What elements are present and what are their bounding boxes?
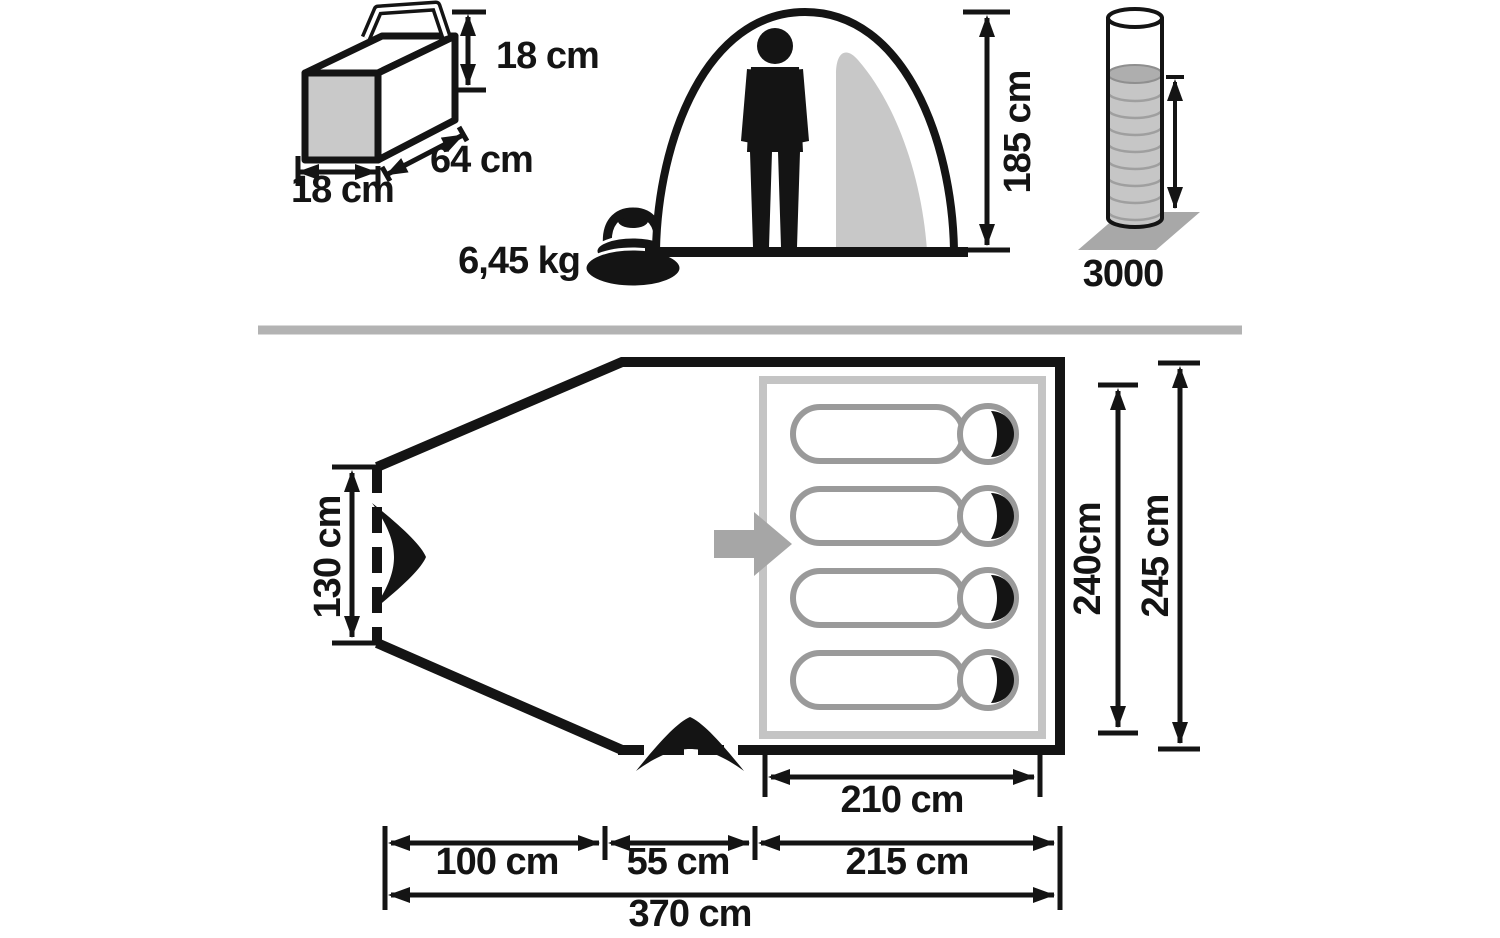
water-body (1108, 74, 1162, 218)
inner-width-label: 210 cm (841, 779, 964, 821)
plan-outline-main (375, 357, 1065, 755)
total-length-label: 370 cm (629, 893, 752, 935)
sleeping-bag (793, 488, 1016, 544)
door-flap-left-icon (372, 503, 426, 611)
porch-length-label: 100 cm (436, 841, 559, 883)
cabin-length-label: 215 cm (846, 841, 969, 883)
weight-base-disc (583, 247, 683, 289)
tent-arch-outline (652, 7, 958, 251)
person-head (757, 28, 793, 64)
person-right-arm (793, 69, 809, 143)
bag-length-label: 64 cm (430, 139, 533, 181)
dim-arrow (385, 132, 465, 177)
weight-label: 6,45 kg (458, 240, 580, 282)
bag-width-label: 18 cm (291, 169, 394, 211)
water-ribs (1106, 91, 1164, 222)
plan-outline-lower (374, 638, 625, 755)
sleeping-bag (793, 652, 1016, 708)
water-bottom (1108, 209, 1162, 227)
cylinder-bottom-arc (1106, 217, 1164, 229)
sleeping-bag (793, 570, 1016, 626)
length-segments-dimension (382, 826, 1063, 910)
bag-length-dimension (379, 125, 470, 183)
inner-depth-dimension (1098, 382, 1138, 736)
carry-bag-figure (301, 0, 459, 164)
outer-depth-dimension (1158, 360, 1200, 752)
inner-width-dimension (762, 755, 1043, 797)
bag-height-label: 18 cm (496, 35, 599, 77)
water-surface (1107, 64, 1163, 84)
water-column-figure (1078, 7, 1200, 250)
bag-height-dimension (452, 9, 486, 93)
tent-height-dimension (963, 9, 1010, 253)
bag-front-face (301, 69, 382, 164)
ground-patch (1078, 212, 1200, 250)
inner-depth-label: 240cm (1067, 502, 1109, 615)
sleeping-bag (793, 406, 1016, 462)
outer-depth-label: 245 cm (1135, 495, 1177, 618)
person-torso (747, 67, 803, 152)
tent-front-figure (645, 7, 968, 257)
cylinder-top-rim (1106, 7, 1164, 29)
door-flap-bottom-icon (636, 717, 744, 771)
entrance-arrow-icon (714, 512, 792, 576)
bag-handle-inner (364, 4, 448, 39)
entrance-width-dimension (332, 464, 380, 646)
person-left-leg (750, 152, 772, 247)
floor-plan-figure (372, 357, 1065, 771)
bag-width-dimension (295, 156, 381, 186)
person-figure (741, 28, 809, 247)
middle-length-label: 55 cm (627, 841, 730, 883)
tent-height-label: 185 cm (997, 71, 1039, 194)
tent-inner-shade (836, 52, 927, 250)
person-left-arm (741, 69, 757, 143)
entrance-width-label: 130 cm (307, 496, 349, 619)
person-right-leg (778, 152, 800, 247)
dim-tick (456, 125, 470, 143)
water-column-label: 3000 (1083, 253, 1164, 295)
